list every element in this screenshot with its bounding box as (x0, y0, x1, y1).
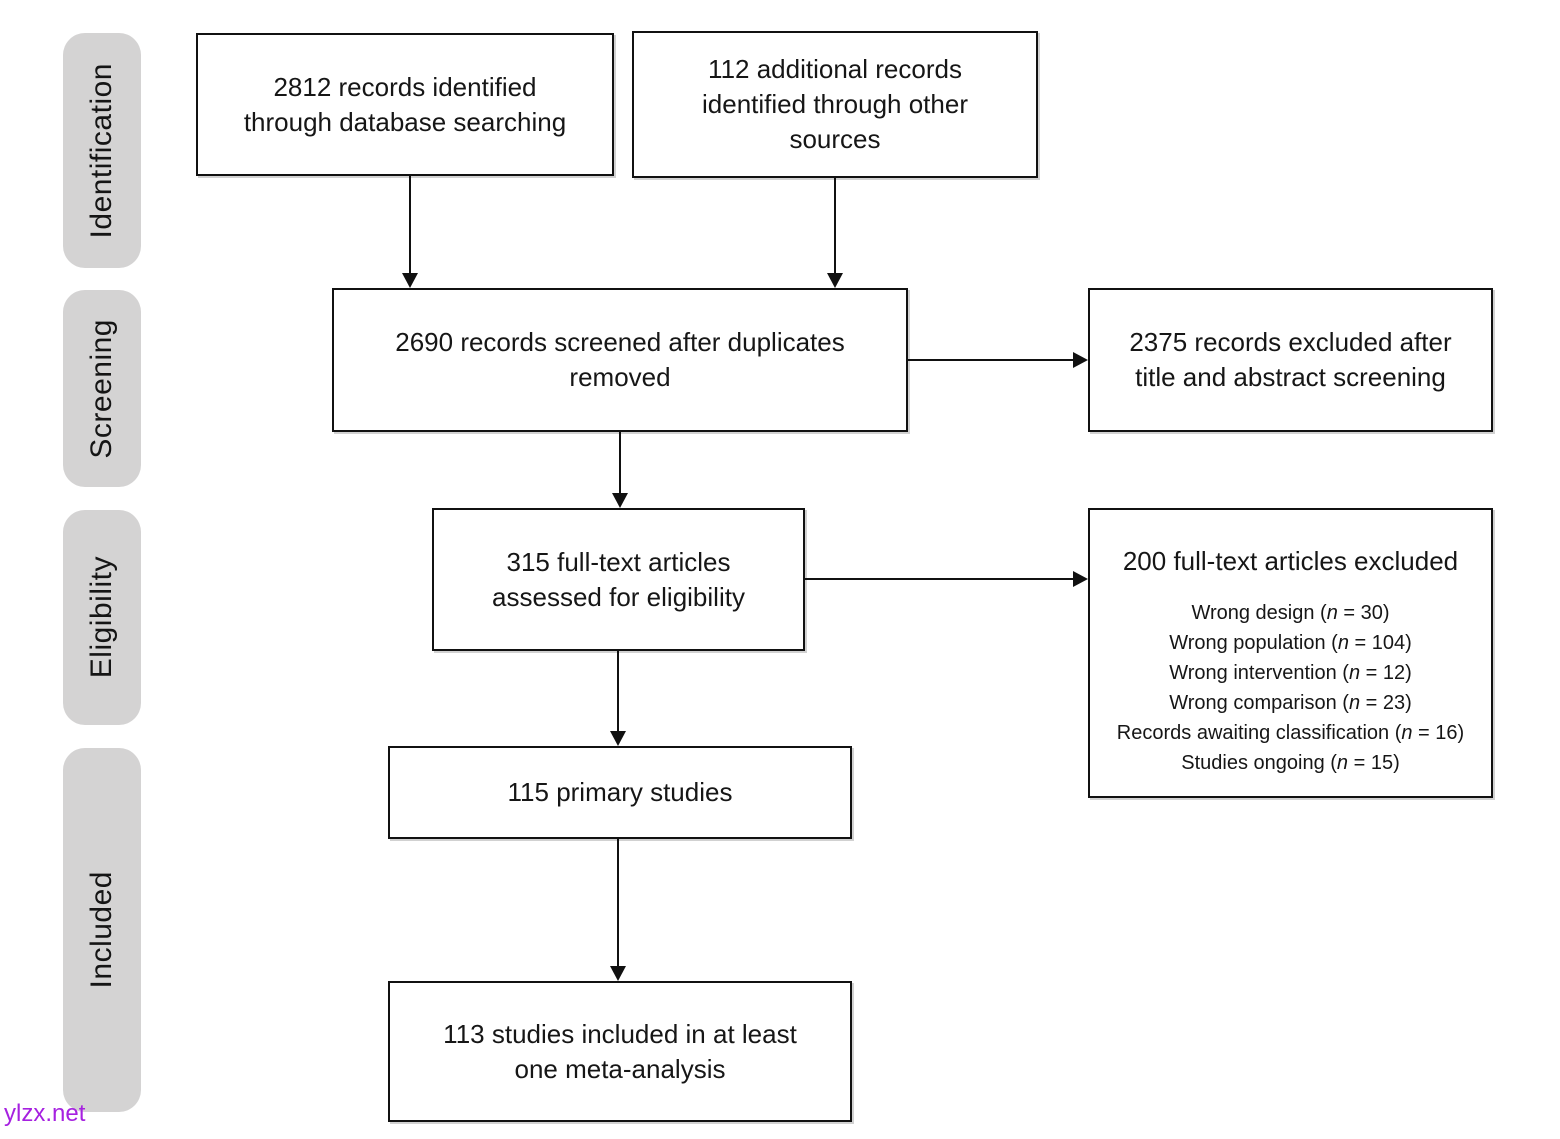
arrow-fulltext-to-primary (610, 651, 626, 746)
box-records-excluded-screening-text: 2375 records excluded after title and ab… (1129, 327, 1452, 392)
arrow-screened-to-fulltext (612, 432, 628, 508)
box-meta-analysis-included: 113 studies included in at least one met… (388, 981, 852, 1122)
box-fulltext-excluded: 200 full-text articles excluded Wrong de… (1088, 508, 1493, 798)
stage-screening: Screening (63, 290, 141, 487)
arrow-database-to-screened (402, 176, 418, 288)
exclusion-reason: Wrong population (n = 104) (1169, 631, 1412, 654)
box-primary-studies: 115 primary studies (388, 746, 852, 839)
stage-identification: Identification (63, 33, 141, 268)
exclusion-reason: Wrong comparison (n = 23) (1169, 691, 1412, 714)
exclusion-reason: Records awaiting classification (n = 16) (1116, 721, 1465, 744)
arrow-screened-to-excluded (908, 352, 1088, 368)
box-records-identified-database: 2812 records identified through database… (196, 33, 614, 176)
arrow-other-sources-to-screened (827, 178, 843, 288)
exclusion-reason: Studies ongoing (n = 15) (1181, 751, 1400, 774)
arrow-fulltext-to-excluded (805, 571, 1088, 587)
box-records-screened: 2690 records screened after duplicates r… (332, 288, 908, 432)
box-fulltext-assessed-text: 315 full-text articles assessed for elig… (492, 546, 745, 612)
box-records-screened-text: 2690 records screened after duplicates r… (395, 327, 845, 392)
stage-identification-label: Identification (85, 62, 118, 239)
box-fulltext-excluded-title: 200 full-text articles excluded (1122, 546, 1459, 576)
stage-included-label: Included (85, 871, 118, 989)
box-meta-analysis-included-text: 113 studies included in at least one met… (443, 1018, 797, 1084)
exclusion-reason: Wrong design (n = 30) (1191, 601, 1390, 624)
box-fulltext-assessed: 315 full-text articles assessed for elig… (432, 508, 805, 651)
watermark: ylzx.net (4, 1100, 86, 1127)
stage-included: Included (63, 748, 141, 1112)
box-primary-studies-text: 115 primary studies (507, 777, 733, 808)
box-records-identified-database-text: 2812 records identified through database… (243, 71, 567, 137)
stage-eligibility-label: Eligibility (85, 556, 118, 679)
box-records-identified-other-sources-text: 112 additional records identified throug… (702, 54, 968, 154)
box-records-excluded-screening: 2375 records excluded after title and ab… (1088, 288, 1493, 432)
stage-screening-label: Screening (85, 318, 118, 459)
box-records-identified-other-sources: 112 additional records identified throug… (632, 31, 1038, 178)
stage-eligibility: Eligibility (63, 510, 141, 725)
arrow-primary-to-meta-analysis (610, 839, 626, 981)
exclusion-reason: Wrong intervention (n = 12) (1169, 661, 1412, 684)
exclusion-reasons: Wrong design (n = 30) Wrong population (n… (1090, 598, 1491, 778)
